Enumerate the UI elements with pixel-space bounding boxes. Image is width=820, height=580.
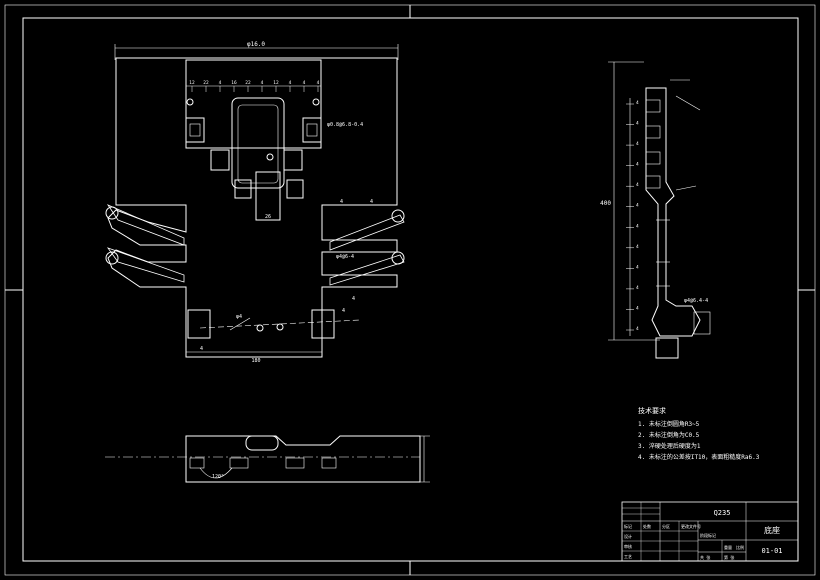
side-note-1: φ0.8@6.8-0.4 xyxy=(327,122,363,128)
left-arm-hole-2 xyxy=(105,251,119,265)
side-view: 400 4 4 4 4 4 4 4 4 4 4 4 4 φ4@6.4-4 xyxy=(600,61,711,359)
tb-stage-3: 比例 xyxy=(736,544,744,550)
top-dim-label: 12 xyxy=(189,80,195,86)
top-dim-label: 4 xyxy=(261,80,264,86)
right-arm-upper xyxy=(329,214,405,251)
tb-label-6: 审核 xyxy=(624,543,632,549)
tb-stage-1: 阶段标记 xyxy=(700,532,716,538)
side-note-2: φ4@6-4 xyxy=(336,254,354,260)
side-dim-label: 4 xyxy=(636,306,639,312)
central-pocket xyxy=(231,97,285,189)
part-name: 底座 xyxy=(764,525,780,535)
front-outline xyxy=(185,435,421,483)
svg-text:φ4: φ4 xyxy=(236,314,242,320)
overall-width-dim: φ16.0 xyxy=(247,41,265,48)
hole-2 xyxy=(312,98,320,106)
material: Q235 xyxy=(714,509,731,517)
side-dim-label: 4 xyxy=(636,100,639,106)
side-dim-label: 4 xyxy=(636,141,639,147)
top-dim-label: 12 xyxy=(273,80,279,86)
side-height-dim: 400 xyxy=(600,200,611,207)
tb-label-5: 设计 xyxy=(624,533,632,539)
hole-3 xyxy=(266,153,274,161)
svg-text:4: 4 xyxy=(370,199,373,205)
top-dim-label: 22 xyxy=(203,80,209,86)
side-foot xyxy=(655,337,679,359)
right-arm-hole-2 xyxy=(391,251,405,265)
top-dim-label: 4 xyxy=(303,80,306,86)
lower-clamp-right xyxy=(311,309,335,339)
side-dim-label: 4 xyxy=(636,244,639,250)
side-dim-chain: 4 4 4 4 4 4 4 4 4 4 4 4 xyxy=(626,100,639,332)
front-pocket xyxy=(245,435,279,451)
right-arm-hole-1 xyxy=(391,209,405,223)
plate-outline xyxy=(107,57,398,358)
clamp-block-3 xyxy=(210,149,230,171)
bottom-dim-2: 180 xyxy=(251,358,260,364)
side-dim-label: 4 xyxy=(636,162,639,168)
front-angle: 120° xyxy=(212,474,224,480)
left-arm-upper xyxy=(106,204,185,246)
left-arm-hole-1 xyxy=(105,206,119,220)
outer-border xyxy=(4,4,816,576)
tb-label-1: 标记 xyxy=(624,523,632,529)
side-dim-label: 4 xyxy=(636,121,639,127)
top-dim-label: 16 xyxy=(231,80,237,86)
left-arm-lower xyxy=(106,247,185,283)
clamp-block-6 xyxy=(286,179,304,199)
tb-sheet-1: 共 张 xyxy=(700,554,710,560)
lower-clamp-left xyxy=(187,309,211,339)
central-pocket-inner xyxy=(237,104,279,184)
front-view: 120° xyxy=(105,435,430,483)
tb-label-2: 处数 xyxy=(643,523,651,529)
svg-text:4: 4 xyxy=(352,296,355,302)
clamp-block-4 xyxy=(283,149,303,171)
front-arc xyxy=(199,467,233,479)
title-block xyxy=(621,501,799,562)
tb-label-7: 工艺 xyxy=(624,554,632,559)
side-outline xyxy=(645,87,701,337)
clamp-block-2 xyxy=(302,117,322,143)
tb-stage-2: 重量 xyxy=(724,544,732,550)
side-dim-label: 4 xyxy=(636,264,639,270)
svg-text:4: 4 xyxy=(342,308,345,314)
hole-5 xyxy=(276,323,284,331)
tech-item-4: 4. 未标注的公差按IT10，表面粗糙度Ra6.3 xyxy=(638,453,760,461)
bottom-dim-1: 4 xyxy=(200,346,203,352)
svg-text:4: 4 xyxy=(340,199,343,205)
tech-item-2: 2. 未标注倒角为C0.5 xyxy=(638,431,700,439)
tb-sheet-2: 第 张 xyxy=(724,554,734,560)
clamp-block-5 xyxy=(234,179,252,199)
upper-block xyxy=(185,59,322,149)
tb-label-3: 分区 xyxy=(662,523,670,529)
side-dim-label: 4 xyxy=(636,182,639,188)
top-dim-label: 4 xyxy=(219,80,222,86)
tech-item-1: 1. 未标注倒圆角R3~5 xyxy=(638,420,700,428)
tech-item-3: 3. 淬硬处理后硬度为1 xyxy=(638,442,701,450)
tech-title: 技术要求 xyxy=(638,406,666,415)
clamp-block-1 xyxy=(185,117,205,143)
center-stem xyxy=(255,171,281,221)
side-dim-label: 4 xyxy=(636,326,639,332)
side-dim-label: 4 xyxy=(636,203,639,209)
right-arm-lower xyxy=(329,254,405,286)
top-dim-chain: 12 22 4 16 22 4 12 4 4 4 xyxy=(189,80,320,92)
drawing-number: 01-01 xyxy=(761,547,782,555)
hole-4 xyxy=(256,324,264,332)
hole-1 xyxy=(186,98,194,106)
side-dim-label: 4 xyxy=(636,285,639,291)
tech-requirements: 技术要求 1. 未标注倒圆角R3~5 2. 未标注倒角为C0.5 3. 淬硬处理… xyxy=(638,406,760,461)
top-dim-label: 22 xyxy=(245,80,251,86)
top-dim-label: 4 xyxy=(289,80,292,86)
side-bottom-note: φ4@6.4-4 xyxy=(684,298,708,304)
tb-label-4: 更改文件号 xyxy=(681,523,701,529)
top-dim-label: 4 xyxy=(317,80,320,86)
center-dim: 26 xyxy=(265,214,271,220)
side-dim-label: 4 xyxy=(636,223,639,229)
